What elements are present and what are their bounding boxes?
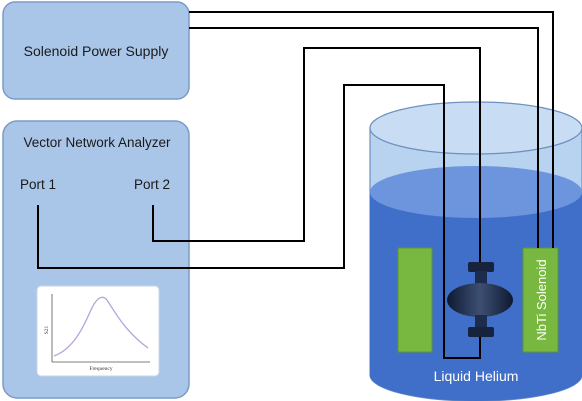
dewar-top-rim: [369, 101, 582, 155]
power-wire-second: [189, 27, 539, 248]
s21-plot-panel: [36, 285, 160, 377]
port2-label: Port 2: [134, 177, 170, 192]
resonator-stem-upper: [475, 271, 487, 285]
port2-wire: [152, 47, 481, 276]
plot-xlabel: Frequency: [89, 366, 112, 372]
solenoid-right-winding: [522, 247, 559, 353]
plot-ylabel: S21: [44, 325, 50, 334]
port1-label: Port 1: [20, 177, 56, 192]
solenoid-left-winding: [397, 247, 433, 353]
resonator-bottom-cap: [468, 327, 494, 337]
solenoid-label: NbTi Solenoid: [534, 259, 549, 340]
power-supply-box: [2, 1, 190, 100]
resonator-top-cap: [468, 262, 494, 272]
resonator-body: [447, 283, 513, 317]
resonator: [447, 262, 513, 337]
liquid-helium-surface: [370, 166, 582, 218]
resonator-stem-lower: [475, 315, 487, 329]
vna-label: Vector Network Analyzer: [23, 135, 171, 150]
helium-label: Liquid Helium: [434, 368, 519, 384]
port1-wire: [37, 84, 481, 359]
resonance-curve: [53, 296, 149, 357]
power-supply-label: Solenoid Power Supply: [24, 43, 169, 59]
power-wire-top: [189, 11, 554, 248]
wires: [37, 11, 554, 359]
